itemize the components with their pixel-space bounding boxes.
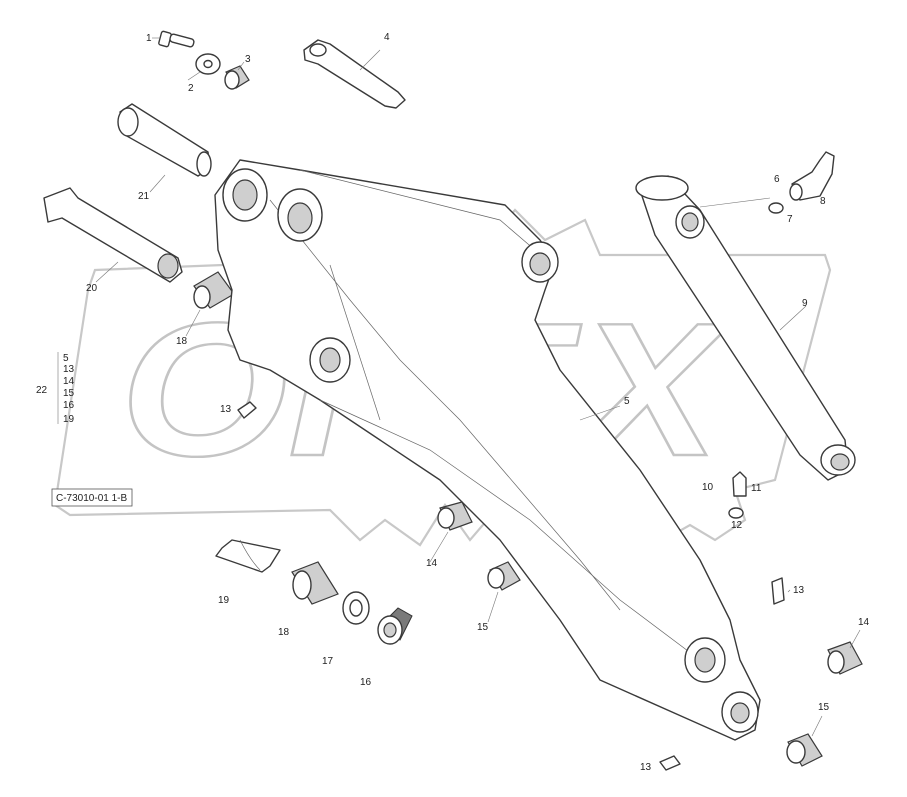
callout-14-b: 14 — [858, 617, 870, 628]
part-16-seal — [377, 607, 413, 645]
callout-11: 11 — [751, 483, 762, 494]
callout-21: 21 — [138, 191, 150, 202]
callout-15-a: 15 — [477, 622, 489, 633]
kit-22-item-1: 5 — [63, 353, 69, 364]
callout-7: 7 — [787, 214, 793, 225]
part-14-bearing-2 — [827, 641, 863, 675]
part-13-nipple-3 — [659, 755, 681, 771]
part-19-shell — [215, 539, 281, 573]
callout-labels: 1 2 3 4 21 20 18 22 5 13 14 15 16 19 13 … — [36, 32, 870, 773]
part-18-bushing-upper — [193, 271, 235, 309]
callout-16: 16 — [360, 677, 372, 688]
callout-20: 20 — [86, 283, 98, 294]
callout-22: 22 — [36, 385, 48, 396]
leader-lines — [95, 37, 861, 737]
drawing-code: C-73010-01 1-B — [56, 493, 127, 504]
part-17-ring — [342, 591, 370, 625]
part-10-11-fitting — [732, 471, 747, 497]
part-1-bolt — [158, 30, 195, 48]
kit-22-item-5: 16 — [63, 400, 75, 411]
part-13-nipple-1 — [237, 401, 257, 419]
callout-5: 5 — [624, 396, 630, 407]
kit-22-item-2: 13 — [63, 364, 75, 375]
callout-1: 1 — [146, 33, 152, 44]
part-12-oring — [728, 507, 744, 519]
part-9-cylinder — [635, 175, 856, 481]
part-8-fitting — [789, 151, 835, 201]
callout-12: 12 — [731, 520, 743, 531]
callout-10: 10 — [702, 482, 714, 493]
part-3-bushing — [224, 65, 250, 90]
callout-18-upper: 18 — [176, 336, 188, 347]
part-14-bearing-1 — [437, 501, 473, 531]
part-4-pin — [303, 39, 406, 109]
part-13-nipple-2 — [771, 577, 785, 605]
callout-13-a: 13 — [220, 404, 232, 415]
drawing-code-box: C-73010-01 1-B — [51, 488, 133, 507]
callout-6: 6 — [774, 174, 780, 185]
callout-8: 8 — [820, 196, 826, 207]
callout-4: 4 — [384, 32, 390, 43]
kit-22-item-3: 14 — [63, 376, 75, 387]
part-20-pin — [43, 187, 183, 283]
part-2-washer — [195, 53, 221, 75]
part-21-pin — [117, 103, 212, 177]
callout-9: 9 — [802, 298, 808, 309]
callout-15-b: 15 — [818, 702, 830, 713]
kit-22-item-4: 15 — [63, 388, 75, 399]
part-15-bushing-2 — [786, 733, 823, 767]
callout-13-c: 13 — [640, 762, 652, 773]
callout-19: 19 — [218, 595, 230, 606]
part-7-oring — [768, 202, 784, 214]
callout-14-a: 14 — [426, 558, 438, 569]
callout-13-b: 13 — [793, 585, 805, 596]
callout-3: 3 — [245, 54, 251, 65]
callout-2: 2 — [188, 83, 194, 94]
part-15-bushing-1 — [487, 561, 521, 591]
callout-18-lower: 18 — [278, 627, 290, 638]
callout-17: 17 — [322, 656, 334, 667]
part-5-boom — [214, 159, 761, 741]
kit-22-item-6: 19 — [63, 414, 75, 425]
part-18-bushing-lower — [291, 561, 339, 605]
